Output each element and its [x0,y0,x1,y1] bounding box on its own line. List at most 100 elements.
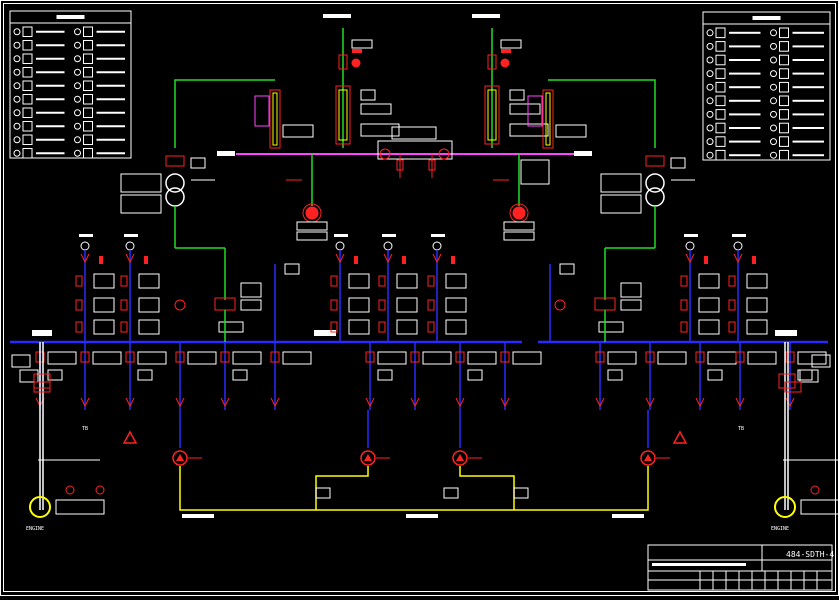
legend-text-glyph [36,98,65,101]
aux-device-box [503,221,535,231]
feeder-relay-box [396,273,418,289]
border-inner [3,3,836,592]
outgoing-relay-box [377,351,407,365]
side-ct-bracket [527,95,543,127]
legend-text-glyph [36,71,65,74]
legend-index-icon [770,83,777,91]
legend-text-glyph [792,31,824,34]
side-cable-core [545,92,551,146]
legend-symbol-icon [83,53,93,64]
legend-symbol-icon [715,54,726,66]
legend-index-icon [706,29,714,37]
feeder-breaker-icon [75,299,83,311]
outgoing-breaker-icon [365,351,375,363]
outgoing-relay-box [747,351,777,365]
title-block-text-glyph [652,563,746,566]
terminal-feeder [274,263,300,342]
legend-symbol-icon [83,94,93,105]
legend-text-glyph [729,99,761,102]
motor-delta-icon [456,454,464,461]
feeder-rating-glyph [382,234,396,237]
feeder-relay-box [746,319,768,335]
feeder-group [728,234,768,342]
legend-text-glyph [729,45,761,48]
legend-index-icon [770,42,777,50]
feeder-breaker-icon [378,321,386,333]
legend-symbol-icon [22,40,33,51]
outgoing-cable-arrow [695,397,705,408]
hv-meter-icon [500,58,510,68]
feeder-cable-arrow [383,253,393,264]
feeder-meter-icon [685,241,695,251]
outgoing-cable-arrow [270,397,280,408]
hv-feeder-label-glyph [323,14,351,18]
hv-breaker-icon [487,54,497,70]
outgoing-relay-box [607,369,623,381]
generator-icon [774,496,796,518]
legend-title-glyph [752,16,781,20]
legend-text-glyph [792,140,824,143]
legend-text-glyph [792,45,824,48]
feeder-relay-box [138,319,160,335]
feeder-breaker-icon [427,275,435,287]
legend-symbol-icon [22,148,33,159]
feeder-group [427,234,467,342]
hv-trip-mark [501,49,511,53]
legend-index-icon [74,82,81,90]
legend-text-glyph [729,140,761,143]
transformer-relay-box [120,194,162,214]
legend-symbol-icon [22,67,33,78]
feeder-cable-arrow [335,253,345,264]
aux-transformer-icon [305,206,319,220]
legend-symbol-icon [715,68,726,79]
incomer-relay-box [218,321,244,333]
hv-incoming [217,14,592,241]
transformer-relay-box [120,173,162,193]
outgoing-feeder [365,342,407,410]
legend-symbol-icon [779,54,789,66]
feeder-relay-box [698,297,720,313]
tie-cable [179,466,649,511]
legend-index-icon [74,122,81,130]
side-loads [11,354,831,393]
feeder-breaker-icon [728,275,736,287]
legend-symbols-left [9,10,132,159]
hv-trip-mark [352,49,362,53]
tie-label-plate [182,514,214,518]
feeder-breaker-icon [120,321,128,333]
generator-breaker-icon [778,373,796,389]
feeder-relay-box [348,273,370,289]
legend-index-icon [74,28,81,36]
side-device-box [282,124,314,138]
legend-symbol-icon [715,27,726,39]
bus-coupler-breaker-icon [438,148,450,160]
legend-symbol-icon [779,149,789,161]
outgoing-feeder [35,342,77,410]
outgoing-cable-arrow [455,397,465,408]
outgoing-cable-arrow [220,397,230,408]
legend-index-icon [13,109,21,117]
outgoing-breaker-icon [645,351,655,363]
motor-feeders [122,410,688,466]
legend-text-glyph [96,138,125,141]
legend-text-glyph [96,111,125,114]
legend-index-icon [13,68,21,76]
outgoing-feeder [410,342,452,410]
outgoing-relay-box [467,351,497,365]
aux-device-box [503,231,535,241]
feeder-breaker-icon [427,299,435,311]
transformer-hv-breaker-icon [165,155,185,167]
legend-text-glyph [792,113,824,116]
outgoing-cable-arrow [80,397,90,408]
feeder-relay-box [396,297,418,313]
outgoing-breaker-icon [595,351,605,363]
outgoing-relay-box [607,351,637,365]
pump-triangle-icon [672,430,688,444]
engine-label: ENGINE [771,526,789,532]
feeder-rating-glyph [124,234,138,237]
hv-transformer-feed [548,79,656,148]
feeder-cable-arrow [80,253,90,264]
legend-symbol-icon [22,80,33,91]
feeder-relay-box [746,273,768,289]
hv-transformer-feed [174,79,275,148]
